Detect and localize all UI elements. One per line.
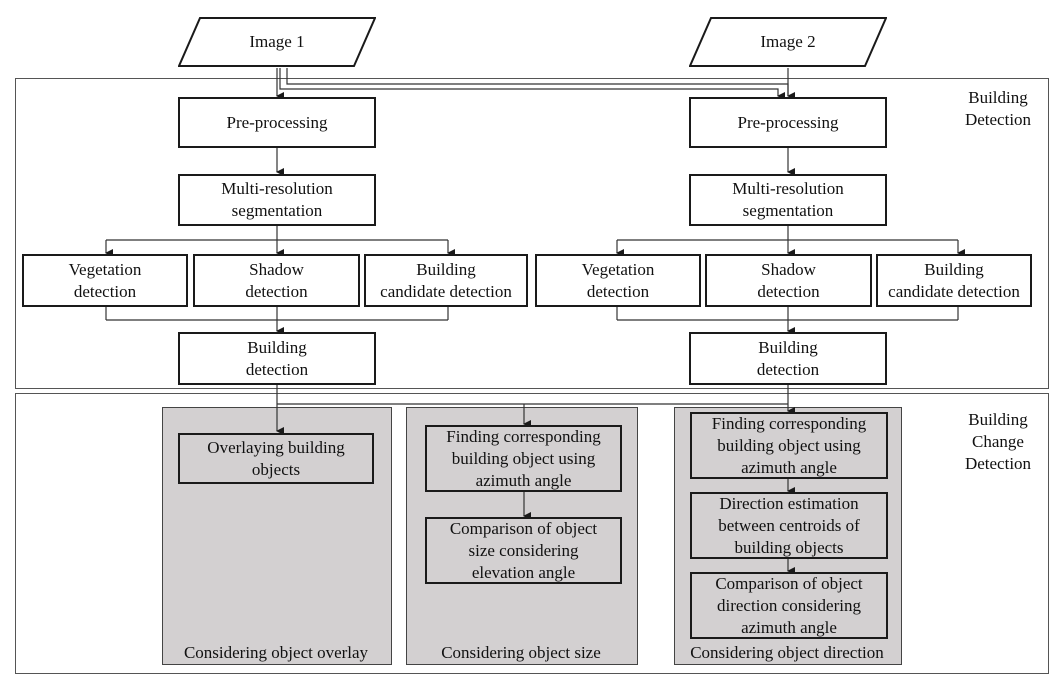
preprocessing-box-1: Pre-processing: [178, 97, 376, 148]
image-2-input: Image 2: [689, 17, 887, 67]
size-step-box-2: Comparison of object size considering el…: [425, 517, 622, 584]
building-detection-label: Building Detection: [964, 88, 1032, 129]
image-1-label: Image 1: [249, 32, 305, 51]
direction-step-box-1: Finding corresponding building object us…: [690, 412, 888, 479]
segmentation-box-1: Multi-resolution segmentation: [178, 174, 376, 226]
direction-step-box-3: Comparison of object direction consideri…: [690, 572, 888, 639]
overlay-step-box: Overlaying building objects: [178, 433, 374, 484]
overlay-panel-caption: Considering object overlay: [183, 643, 369, 662]
change-detection-label: Building Change Detection: [964, 410, 1032, 473]
size-step-box-1: Finding corresponding building object us…: [425, 425, 622, 492]
image-1-input: Image 1: [178, 17, 376, 67]
building-detection-box-2: Building detection: [689, 332, 887, 385]
building-candidate-box-1: Building candidate detection: [364, 254, 528, 307]
segmentation-box-2: Multi-resolution segmentation: [689, 174, 887, 226]
building-detection-box-1: Building detection: [178, 332, 376, 385]
image-2-label: Image 2: [760, 32, 816, 51]
shadow-detection-box-1: Shadow detection: [193, 254, 360, 307]
shadow-detection-box-2: Shadow detection: [705, 254, 872, 307]
vegetation-detection-box-1: Vegetation detection: [22, 254, 188, 307]
vegetation-detection-box-2: Vegetation detection: [535, 254, 701, 307]
preprocessing-box-2: Pre-processing: [689, 97, 887, 148]
size-panel-caption: Considering object size: [441, 643, 601, 662]
direction-step-box-2: Direction estimation between centroids o…: [690, 492, 888, 559]
building-candidate-box-2: Building candidate detection: [876, 254, 1032, 307]
direction-panel-caption: Considering object direction: [690, 643, 884, 662]
